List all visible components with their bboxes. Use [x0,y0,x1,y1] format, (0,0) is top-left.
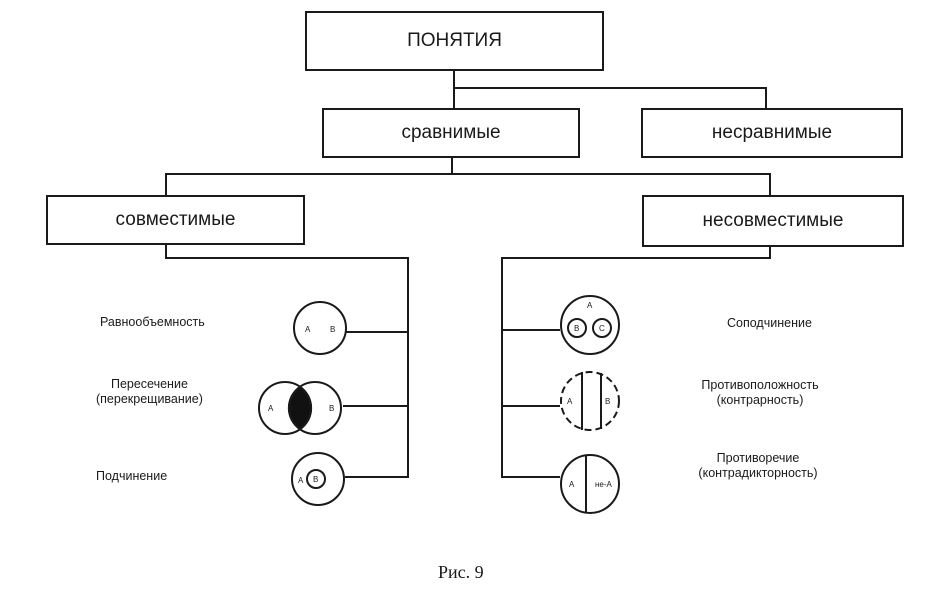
cosubordination-letter-a: А [587,301,593,310]
root-concept-box: ПОНЯТИЯ [305,11,604,71]
root-concept-label: ПОНЯТИЯ [407,30,502,51]
connector-root-incomparable [454,87,767,108]
connector-comparable-level2 [165,173,771,196]
connector-incompatible-bracket [501,246,771,478]
subordination-letter-b: В [313,475,318,484]
contrariety-label: Противоположность (контрарность) [685,378,835,408]
contradiction-letter-not-a: не-А [595,480,613,489]
comparable-box: сравнимые [322,108,580,158]
subordination-circles [291,452,345,506]
intersection-label-line1: Пересечение [110,377,188,391]
intersection-letter-a: А [268,404,274,413]
comparable-label: сравнимые [401,122,501,143]
subordination-letter-a: А [298,476,304,485]
contrariety-label-line1: Противоположность [701,378,819,392]
contradiction-letter-a: А [569,480,575,489]
equivalence-letter-b: В [330,325,335,334]
incompatible-label: несовместимые [702,210,844,231]
contrariety-letter-b: В [605,397,610,406]
connector-lines [165,70,771,478]
contradiction-circle [560,454,620,514]
subordination-label: Подчинение [96,469,168,483]
contrariety-circle [560,371,620,431]
cosubordination-letter-c: С [599,324,605,333]
intersection-letter-b: В [329,404,334,413]
cosubordination-circles [560,295,620,355]
contrariety-label-line2: (контрарность) [716,393,804,407]
intersection-circles [258,381,342,435]
connector-compatible-bracket [165,244,409,478]
compatible-label: совместимые [115,209,236,230]
intersection-label: Пересечение (перекрещивание) [96,377,203,407]
contradiction-label: Противоречие (контрадикторность) [678,451,838,481]
intersection-label-line2: (перекрещивание) [96,392,203,406]
cosubordination-label: Соподчинение [727,316,812,330]
equivalence-letter-a: А [305,325,311,334]
contradiction-label-line2: (контрадикторность) [698,466,818,480]
incomparable-label: несравнимые [711,122,833,143]
contrariety-letter-a: А [567,397,573,406]
figure-caption: Рис. 9 [438,562,484,582]
equivalence-circle [293,301,347,355]
contradiction-label-line1: Противоречие [716,451,800,465]
compatible-box: совместимые [46,195,305,245]
equivalence-label: Равнообъемность [100,315,205,329]
cosubordination-letter-b: В [574,324,579,333]
incomparable-box: несравнимые [641,108,903,158]
incompatible-box: несовместимые [642,195,904,247]
